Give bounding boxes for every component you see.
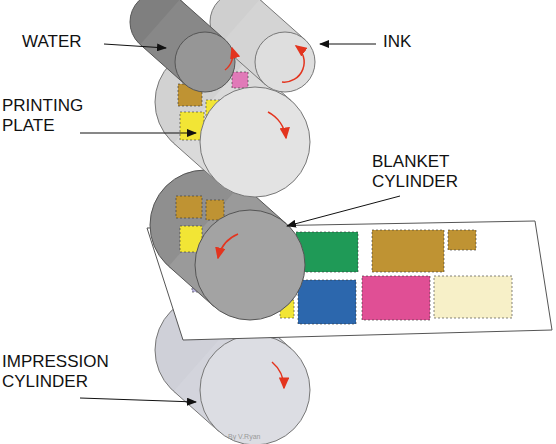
water-roller — [130, 0, 235, 92]
leader-arrow — [104, 44, 166, 48]
leader-arrow — [320, 44, 376, 45]
part-label: IMPRESSION CYLINDER — [2, 352, 132, 392]
blanket-cylinder — [150, 170, 305, 320]
watermark: By V.Ryan — [228, 433, 288, 441]
part-label: PRINTING PLATE — [2, 96, 97, 136]
leader-arrow — [287, 196, 400, 226]
part-label: WATER — [22, 32, 112, 52]
part-label: BLANKET CYLINDER — [372, 152, 482, 192]
part-label: INK — [383, 32, 443, 52]
leader-arrow — [80, 133, 196, 134]
leader-arrow — [80, 398, 196, 402]
